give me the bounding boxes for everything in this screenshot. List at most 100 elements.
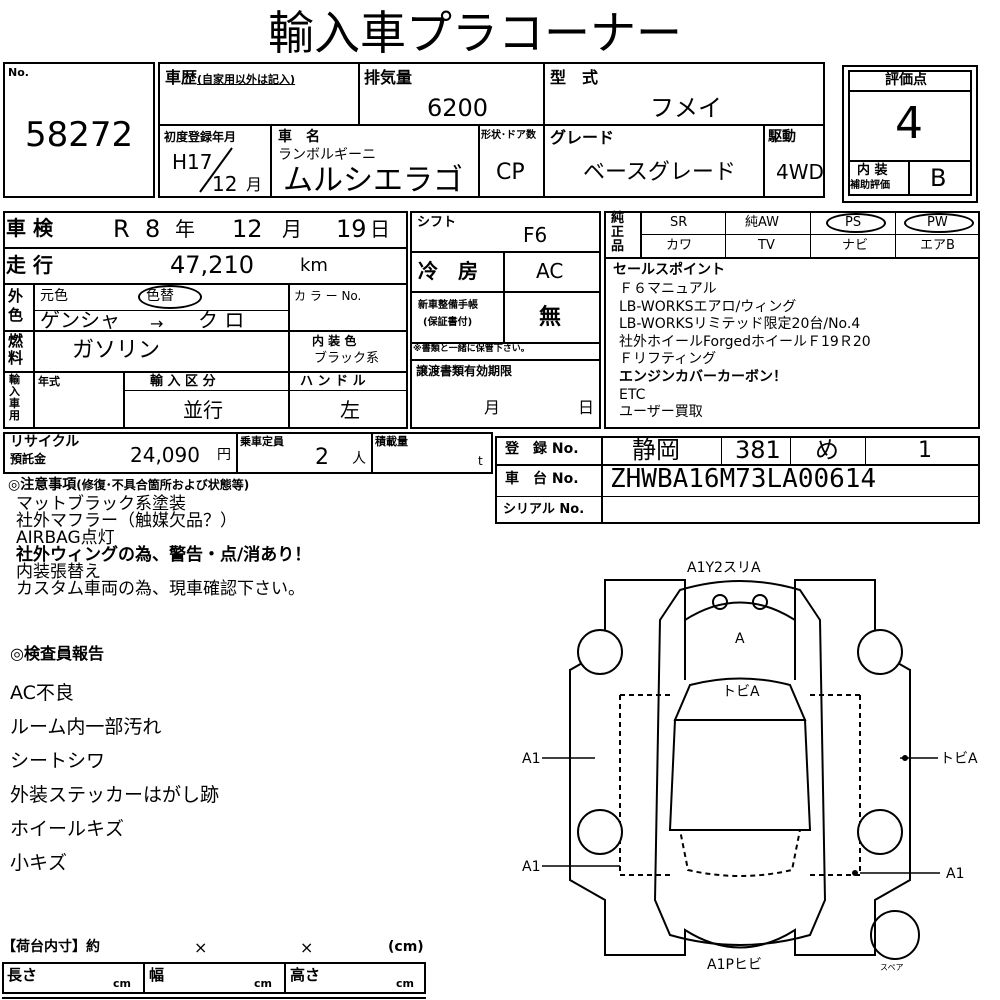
note-line: AIRBAG点灯 <box>16 528 115 548</box>
color-from: ゲンシャ <box>40 308 120 332</box>
inspector-line: ルーム内一部汚れ <box>10 716 162 738</box>
inspector-line: AC不良 <box>10 682 74 704</box>
serial-label: シリアル No. <box>503 502 585 517</box>
recycle-label-2: 預託金 <box>10 452 47 466</box>
import-vertical-label: 輸入車用 <box>9 373 20 422</box>
registration-number: 1 <box>918 438 932 463</box>
cargo-width-label: 幅 <box>149 966 165 984</box>
genuine-label: 純正品 <box>611 211 625 254</box>
damage-right-rear-label: A1 <box>946 866 965 882</box>
genuine-airbag: エアB <box>920 238 955 253</box>
sales-point: Ｆリフティング <box>619 351 717 368</box>
notes-label: ◎注意事項(修復･不具合箇所および状態等) <box>8 477 250 493</box>
damage-right-label: トビA <box>940 751 978 767</box>
sales-points-list: Ｆ６マニュアル LB-WORKSエアロ/ウィング LB-WORKSリミテッド限定… <box>619 281 871 422</box>
history-label: 車歴(自家用以外は記入) <box>165 68 296 87</box>
score-label: 評価点 <box>885 72 927 88</box>
interior-score-label-1: 内 装 <box>857 163 888 178</box>
inspection-era: R <box>113 215 130 243</box>
shift-value: F6 <box>523 223 548 247</box>
cargo-length-label: 長さ <box>7 966 38 984</box>
interior-color-label: 内 装 色 <box>312 334 357 348</box>
genuine-aw: 純AW <box>745 215 780 230</box>
inspection-day-unit: 日 <box>370 217 390 241</box>
equipment-box <box>604 211 980 429</box>
cargo-times-1: × <box>194 938 208 957</box>
genuine-ps: PS <box>845 215 862 230</box>
fuel-label-1: 燃 <box>8 332 24 350</box>
color-changed-label: 色替 <box>146 288 174 304</box>
genuine-tv: TV <box>758 238 775 253</box>
inspection-day: 19 <box>336 215 367 243</box>
first-reg-slash <box>199 147 233 193</box>
car-name-label: 車 名 <box>278 129 320 145</box>
ac-label: 冷 房 <box>418 259 478 283</box>
displacement-value: 6200 <box>427 94 489 122</box>
recycle-box <box>3 432 493 474</box>
body-value: CP <box>496 160 525 185</box>
car-condition-diagram <box>542 579 940 960</box>
sales-point: ETC <box>619 386 646 403</box>
capacity-unit: 人 <box>352 451 366 467</box>
note-line: 社外マフラー（触媒欠品？） <box>16 511 237 531</box>
inspection-year: 8 <box>145 215 161 243</box>
first-reg-label: 初度登録年月 <box>164 130 237 144</box>
sales-point: 社外ホイールForgedホイールＦ19Ｒ20 <box>619 333 871 350</box>
inspector-line: 外装ステッカーはがし跡 <box>10 784 220 806</box>
registration-box <box>495 436 980 524</box>
spare-label: スペア <box>880 963 904 972</box>
registration-kana: め <box>815 436 839 464</box>
note-line: カスタム車両の為、現車確認下さい。 <box>16 579 305 599</box>
model-type-label: 型 式 <box>550 68 599 87</box>
genuine-navi: ナビ <box>842 238 869 253</box>
inspector-line: ホイールキズ <box>10 818 125 840</box>
genuine-ps-circle <box>826 213 886 233</box>
drive-value: 4WD <box>776 160 824 184</box>
car-name: ムルシエラゴ <box>283 163 463 198</box>
score-value: 4 <box>895 98 923 149</box>
handle-value: 左 <box>340 398 360 422</box>
fuel-value: ガソリン <box>72 338 161 363</box>
import-type-label: 輸 入 区 分 <box>150 374 216 389</box>
recycle-label-1: リサイクル <box>10 434 80 450</box>
cargo-label: 【荷台内寸】約 <box>2 939 100 955</box>
score-box <box>842 65 978 203</box>
transfer-day-unit: 日 <box>578 398 595 417</box>
color-arrow-icon: → <box>150 314 164 333</box>
chassis-label: 車 台 No. <box>505 471 579 487</box>
first-reg-month: 12 <box>212 172 238 196</box>
capacity-value: 2 <box>315 445 329 470</box>
damage-roof-label: トビA <box>722 684 760 700</box>
maintenance-value: 無 <box>539 305 562 330</box>
sales-point: エンジンカバーカーボン！ <box>619 368 787 385</box>
transfer-label: 譲渡書類有効期限 <box>416 364 513 378</box>
genuine-pw-circle <box>904 213 974 233</box>
maintenance-note: ※書類と一緒に保管下さい。 <box>413 344 530 354</box>
sales-points-label: セールスポイント <box>613 262 725 278</box>
cargo-box <box>2 962 426 994</box>
registration-area: 静岡 <box>632 436 680 464</box>
shift-ac-box <box>410 211 601 429</box>
inspection-label: 車 検 <box>6 216 53 240</box>
load-unit: t <box>478 454 483 468</box>
recycle-unit: 円 <box>217 447 231 463</box>
note-line: 内装張替え <box>16 562 101 582</box>
inspector-list: AC不良 ルーム内一部汚れ シートシワ 外装ステッカーはがし跡 ホイールキズ 小… <box>10 676 219 880</box>
inspector-line: シートシワ <box>10 750 106 772</box>
color-label-2: 色 <box>8 306 24 324</box>
cargo-height-unit: cm <box>396 977 414 990</box>
color-to: ク ロ <box>198 308 245 332</box>
capacity-label: 乗車定員 <box>240 435 284 448</box>
color-changed-circle <box>138 285 202 309</box>
genuine-pw: PW <box>927 215 948 230</box>
sales-point: Ｆ６マニュアル <box>619 281 717 297</box>
car-maker: ランボルギーニ <box>278 147 376 163</box>
transfer-month-unit: 月 <box>484 398 501 417</box>
displacement-label: 排気量 <box>364 68 413 87</box>
damage-front-label: A1Y2スリA <box>687 560 761 576</box>
interior-score-label-2: 補助評価 <box>850 180 890 191</box>
inspector-label: ◎検査員報告 <box>10 644 104 663</box>
grade-label: グレード <box>550 128 615 147</box>
inspection-year-unit: 年 <box>175 217 195 241</box>
sales-point: ユーザー買取 <box>619 404 703 421</box>
